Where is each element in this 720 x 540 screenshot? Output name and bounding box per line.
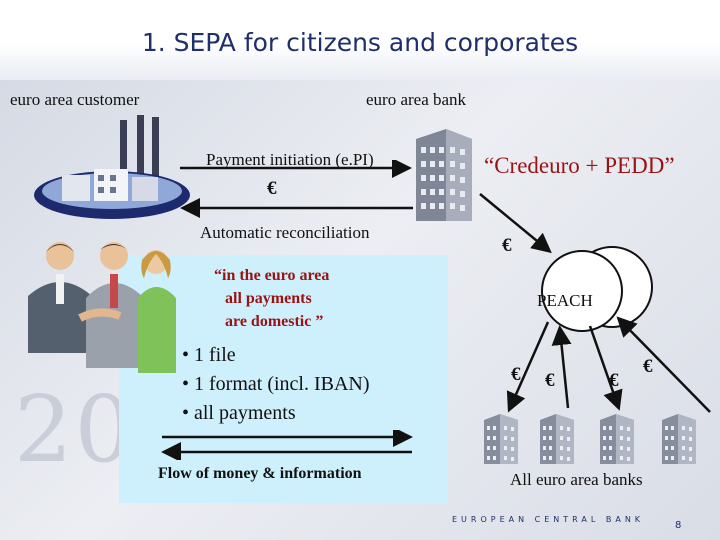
peach-circles [541, 246, 653, 332]
flow-label: Flow of money & information [158, 465, 362, 482]
bullet-item: • all payments [182, 402, 296, 424]
business-people-icon [28, 242, 176, 373]
bullet-item: • 1 file [182, 344, 236, 366]
credeuro-pedd-label: “Credeuro + PEDD” [484, 153, 675, 178]
bank-buildings-row [484, 414, 696, 464]
quote-line: are domestic ” [225, 313, 324, 330]
network-arrows [479, 193, 711, 413]
ecb-footer: EUROPEAN CENTRAL BANK [452, 515, 645, 524]
factory-icon [34, 115, 190, 219]
reconciliation-label: Automatic reconciliation [200, 223, 370, 242]
payment-initiation-label: Payment initiation (e.PI) [206, 150, 374, 169]
slide-title: 1. SEPA for citizens and corporates [141, 28, 579, 57]
bank-building-icon [416, 129, 472, 221]
euro-symbol: € [511, 364, 521, 385]
quote-line: all payments [225, 290, 312, 307]
bullet-item: • 1 format (incl. IBAN) [182, 373, 370, 395]
euro-symbol: € [545, 370, 555, 391]
peach-label: PEACH [537, 291, 593, 310]
euro-symbol: € [267, 178, 277, 199]
euro-symbol: € [502, 235, 512, 256]
money-flow-arrows [161, 430, 413, 460]
quote-line: “in the euro area [214, 267, 330, 284]
title-band [0, 0, 720, 80]
euro-symbol: € [609, 370, 619, 391]
all-banks-label: All euro area banks [510, 470, 643, 489]
customer-label: euro area customer [10, 90, 140, 109]
flow-arrows [180, 160, 413, 218]
bank-label: euro area bank [366, 90, 467, 109]
page-number: 8 [675, 520, 682, 531]
euro-symbol: € [643, 356, 653, 377]
